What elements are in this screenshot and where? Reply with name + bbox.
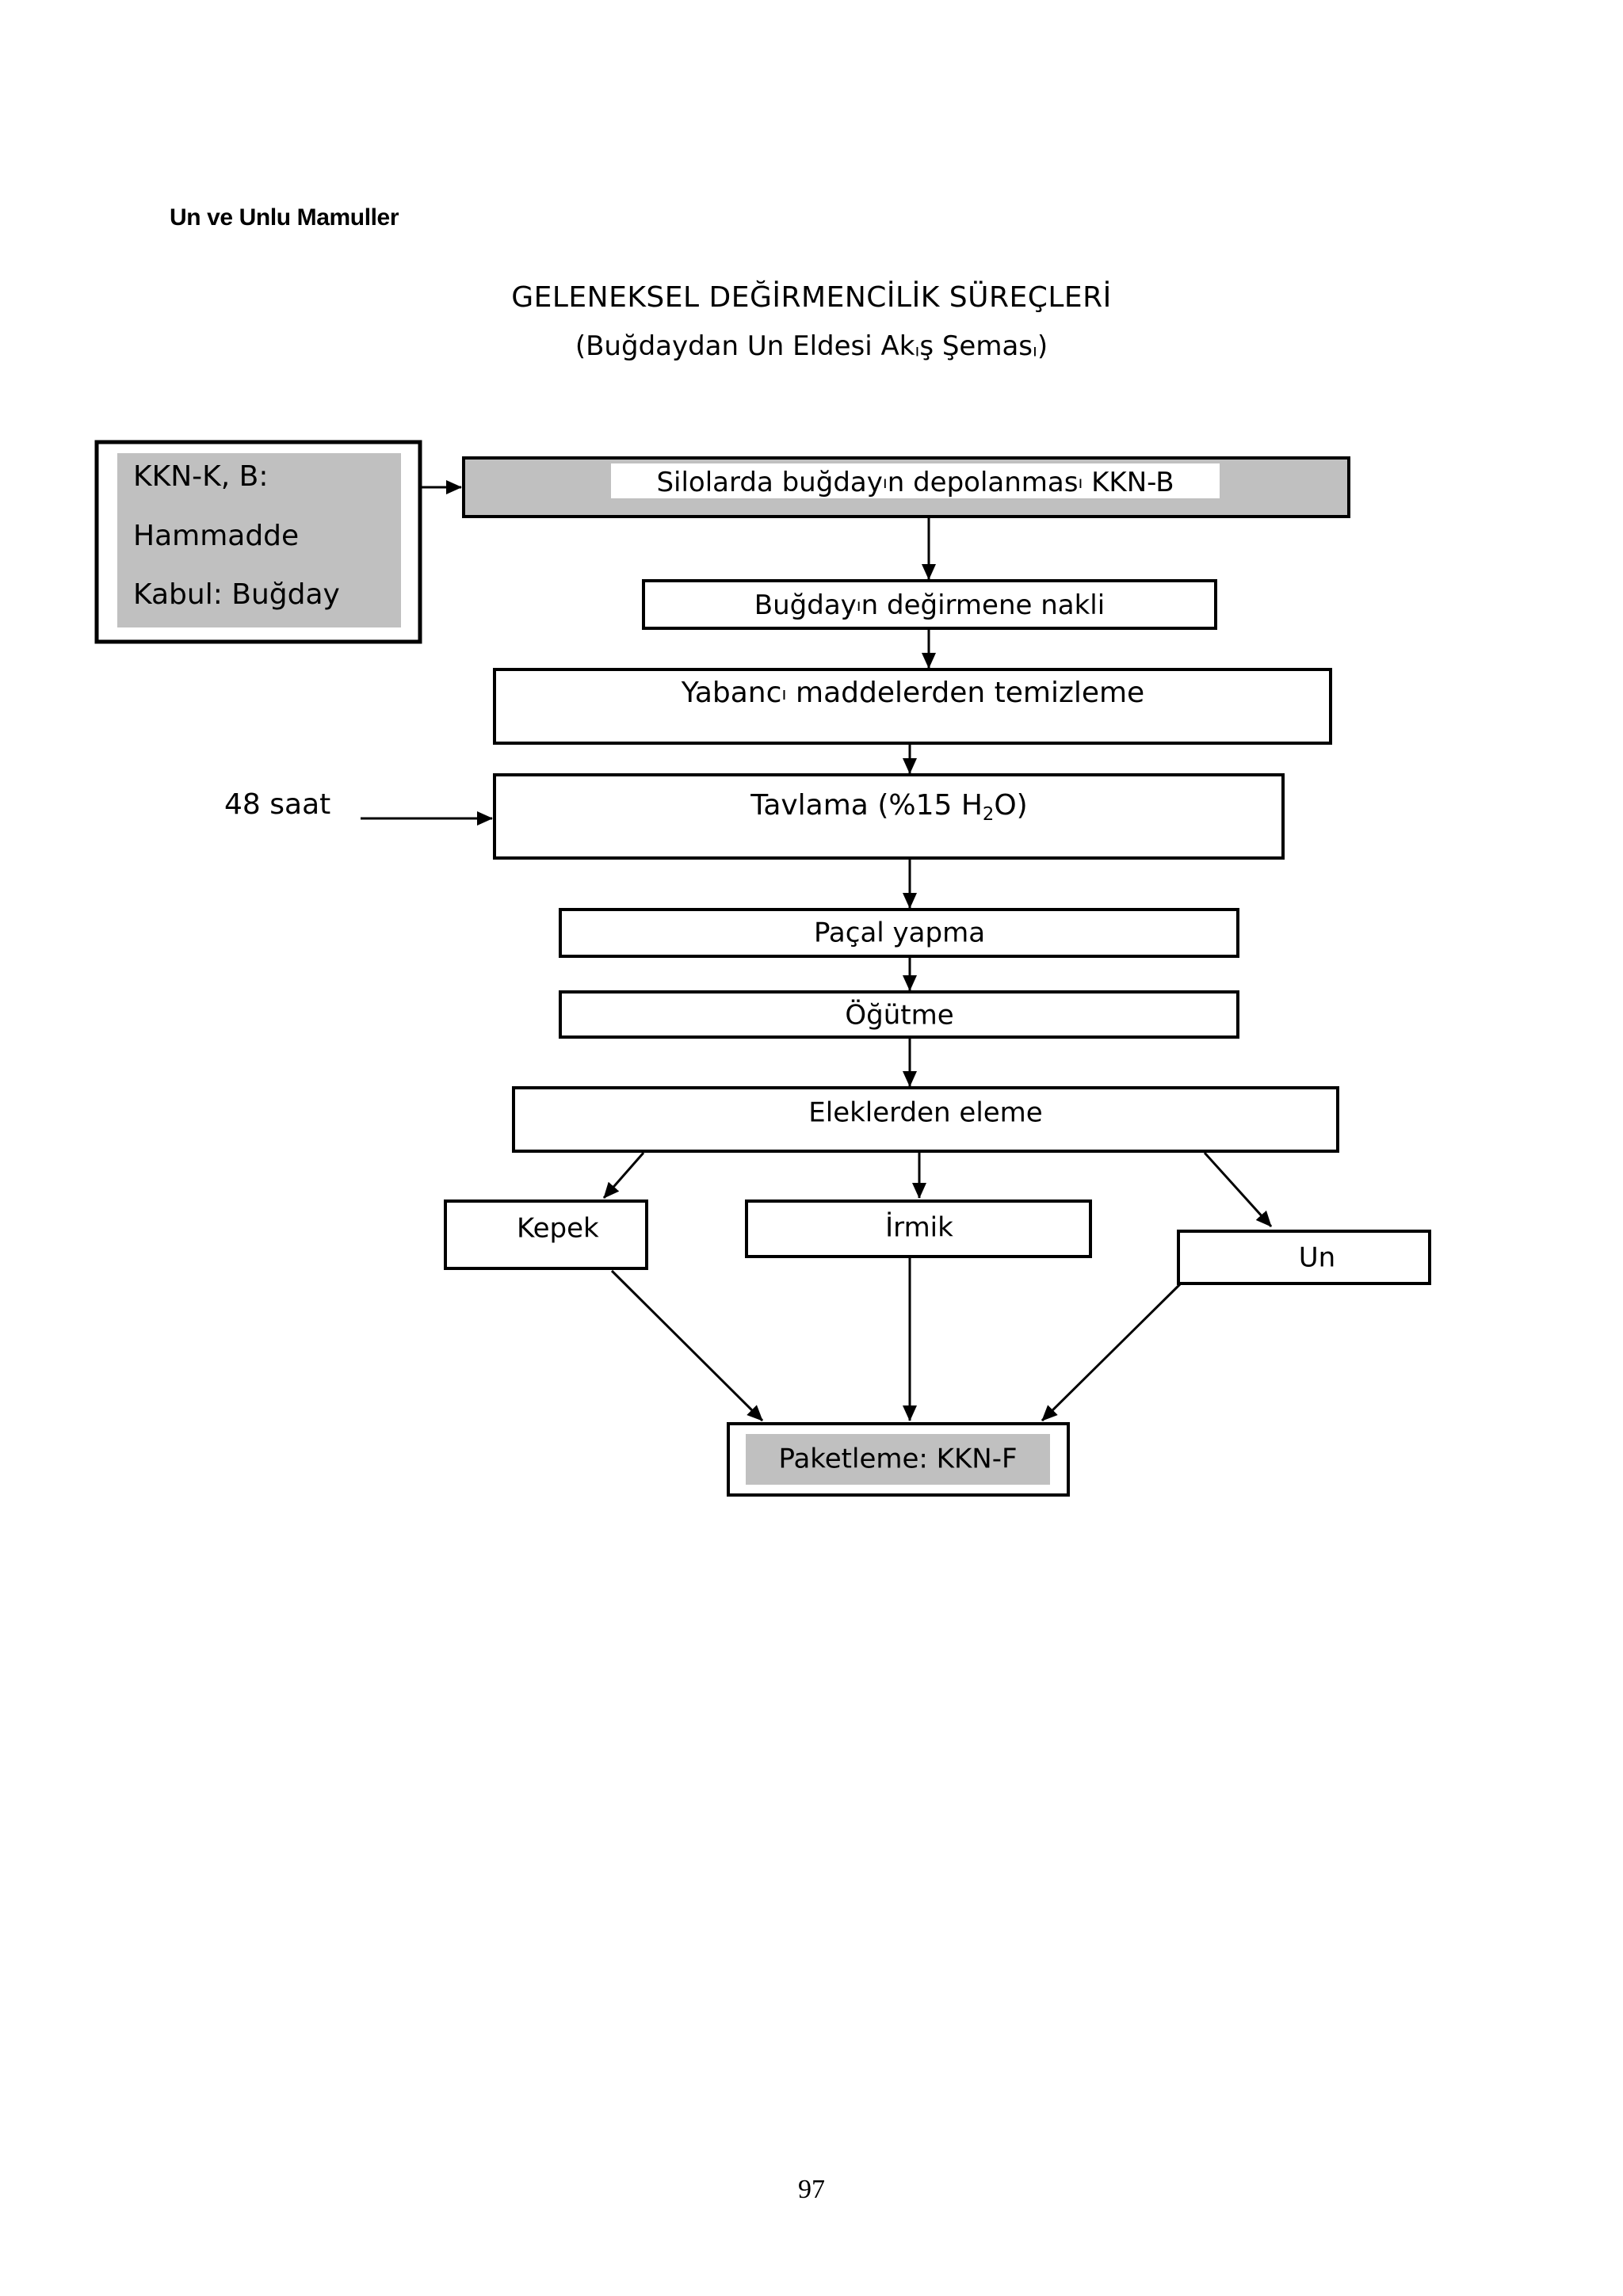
running-head: Un ve Unlu Mamuller [170, 204, 399, 231]
edge-un-to-paketleme [1041, 1282, 1182, 1422]
label-48-saat: 48 saat [224, 788, 330, 821]
node-irmik[interactable]: İrmik [745, 1199, 1092, 1258]
node-paketleme-gray-band [746, 1434, 1050, 1485]
node-kepek-outline [444, 1199, 648, 1270]
node-temizleme-label-dotless: ı [781, 684, 786, 704]
node-ogutme[interactable]: Öğütme [559, 990, 1239, 1039]
page-title: GELENEKSEL DEĞİRMENCİLİK SÜREÇLERİ [511, 281, 1112, 314]
edge-kepek-to-paketleme [610, 1269, 764, 1422]
node-temizleme-label-a: Yabanc [681, 677, 782, 709]
node-eleme-outline [512, 1086, 1339, 1153]
node-hammadde-line1: KKN-K, B: [133, 460, 268, 493]
node-paketleme[interactable]: Paketleme: KKN-F [727, 1422, 1070, 1497]
subtitle-part-after: ) [1037, 330, 1048, 362]
node-hammadde[interactable]: KKN-K, B: Hammadde Kabul: Buğday [94, 440, 422, 644]
node-silo-label-a: Silolarda buğday [656, 467, 882, 498]
node-hammadde-line3: Kabul: Buğday [133, 578, 340, 611]
node-un[interactable]: Un [1177, 1230, 1431, 1285]
node-temizleme-label: Yabancı maddelerden temizleme [681, 677, 1144, 709]
node-un-outline [1177, 1230, 1431, 1285]
node-pacal[interactable]: Paçal yapma [559, 908, 1239, 958]
node-pacal-outline [559, 908, 1239, 958]
node-irmik-outline [745, 1199, 1092, 1258]
edge-layer [361, 480, 1273, 1422]
node-tavlama-label-b: O) [994, 789, 1027, 822]
edge-eleme-to-kepek [602, 1152, 645, 1199]
node-un-label: Un [1299, 1242, 1335, 1274]
node-temizleme-outline [493, 668, 1332, 745]
node-temizleme[interactable]: Yabancı maddelerden temizleme [493, 668, 1332, 745]
node-tavlama[interactable]: Tavlama (%15 H2O) [493, 773, 1285, 860]
subtitle-dotless-i-1: ı [915, 340, 920, 360]
node-silo-label-dotless-2: ı [1078, 472, 1083, 492]
page-subtitle: (Buğdaydan Un Eldesi Akış Şeması) [0, 330, 1623, 362]
node-silo-label-dotless-1: ı [883, 472, 888, 492]
page-number: 97 [798, 2175, 825, 2204]
node-silo-label: Silolarda buğdayın depolanması KKN-B [656, 467, 1174, 498]
node-nakli-label-b: n değirmene nakli [861, 589, 1106, 621]
node-silo-label-b: n depolanmas [888, 467, 1079, 498]
node-nakli-label: Buğdayın değirmene nakli [754, 589, 1105, 621]
subtitle-dotless-i-2: ı [1033, 340, 1037, 360]
node-silo[interactable]: Silolarda buğdayın depolanması KKN-B [462, 456, 1350, 518]
subtitle-part-middle: ş Şemas [919, 330, 1033, 362]
node-temizleme-label-b: maddelerden temizleme [787, 677, 1145, 709]
node-nakli[interactable]: Buğdayın değirmene nakli [642, 579, 1217, 630]
node-irmik-label: İrmik [885, 1212, 953, 1244]
node-tavlama-label-a: Tavlama (%15 H [750, 789, 983, 822]
subtitle-part-before: (Buğdaydan Un Eldesi Ak [575, 330, 915, 362]
node-eleme-label: Eleklerden eleme [808, 1097, 1042, 1129]
node-hammadde-gray-panel [117, 453, 401, 627]
node-eleme[interactable]: Eleklerden eleme [512, 1086, 1339, 1153]
node-kepek-label: Kepek [517, 1213, 599, 1245]
node-ogutme-outline [559, 990, 1239, 1039]
node-tavlama-outline [493, 773, 1285, 860]
node-paketleme-label: Paketleme: KKN-F [778, 1444, 1017, 1475]
node-silo-label-c: KKN-B [1083, 467, 1174, 498]
node-nakli-outline [642, 579, 1217, 630]
node-nakli-label-a: Buğday [754, 589, 857, 621]
node-hammadde-line2: Hammadde [133, 520, 299, 552]
node-nakli-label-dotless: ı [857, 595, 861, 615]
node-tavlama-label: Tavlama (%15 H2O) [750, 789, 1027, 825]
node-ogutme-label: Öğütme [845, 999, 953, 1032]
node-pacal-label: Paçal yapma [814, 917, 985, 949]
node-silo-text-band [611, 463, 1220, 498]
node-kepek[interactable]: Kepek [444, 1199, 648, 1270]
node-tavlama-subscript: 2 [983, 804, 994, 825]
edge-eleme-to-un [1203, 1151, 1273, 1228]
